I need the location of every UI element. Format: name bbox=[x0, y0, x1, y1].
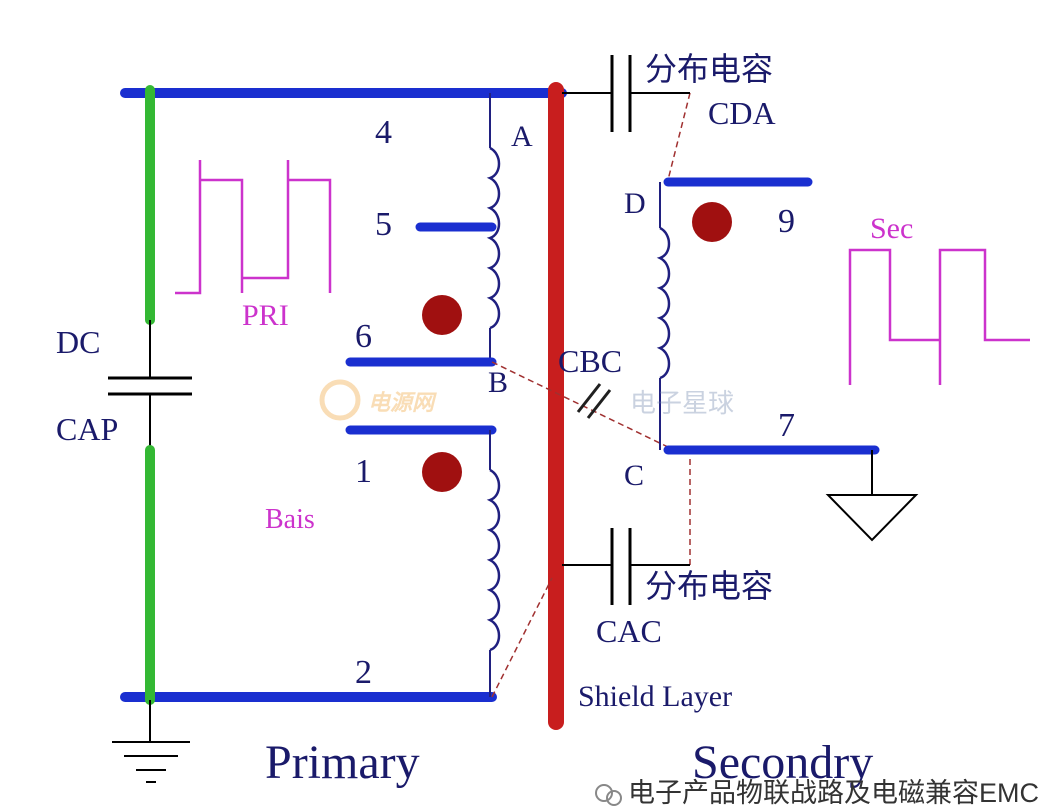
primary-polarity-dot bbox=[422, 295, 462, 335]
left-watermark: 电源网 bbox=[319, 379, 437, 421]
primary-coil-top bbox=[486, 146, 501, 330]
left-watermark-logo-icon bbox=[319, 379, 361, 421]
shield-layer-label: Shield Layer bbox=[578, 680, 732, 713]
cac-label: CAC bbox=[596, 613, 662, 649]
bias-coil bbox=[486, 468, 501, 652]
bias-polarity-dot bbox=[422, 452, 462, 492]
secondary-label: Secondry bbox=[692, 736, 873, 789]
node-c-label: C bbox=[624, 459, 644, 492]
sec-label: Sec bbox=[870, 212, 913, 245]
secondary-coil bbox=[656, 226, 671, 380]
dashed-cda-to-d bbox=[667, 92, 691, 181]
wechat-icon bbox=[595, 784, 622, 806]
primary-ground-icon bbox=[112, 700, 190, 783]
pin-4-label: 4 bbox=[375, 114, 392, 151]
pin-7-label: 7 bbox=[778, 407, 795, 444]
pri-label: PRI bbox=[242, 299, 289, 332]
node-b-label: B bbox=[488, 366, 508, 399]
cda-chinese-label: 分布电容 bbox=[645, 51, 773, 87]
secondary-polarity-dot bbox=[692, 202, 732, 242]
right-watermark: 电子星球 bbox=[630, 388, 734, 418]
dashed-bottom-to-shield bbox=[491, 577, 553, 698]
cda-label: CDA bbox=[708, 95, 776, 131]
dc-label: DC bbox=[56, 324, 100, 360]
node-d-label: D bbox=[624, 187, 646, 220]
sec-waveform bbox=[848, 248, 1030, 385]
footer-watermark: 电子产品物联战路及电磁兼容EMC bbox=[595, 778, 1039, 808]
node-a-label: A bbox=[511, 120, 533, 153]
cap-label: CAP bbox=[56, 411, 118, 447]
pin-9-label: 9 bbox=[778, 203, 795, 240]
cac-chinese-label: 分布电容 bbox=[645, 568, 773, 604]
pin-5-label: 5 bbox=[375, 206, 392, 243]
primary-label: Primary bbox=[265, 736, 420, 789]
pin-1-label: 1 bbox=[355, 453, 372, 490]
bais-label: Bais bbox=[265, 504, 315, 535]
right-watermark-text: 电子星球 bbox=[630, 388, 734, 418]
pin-2-label: 2 bbox=[355, 654, 372, 691]
left-watermark-text: 电源网 bbox=[368, 390, 437, 415]
footer-watermark-text: 电子产品物联战路及电磁兼容EMC bbox=[628, 778, 1039, 808]
cbc-label: CBC bbox=[558, 343, 622, 379]
pri-waveform bbox=[175, 160, 332, 295]
secondary-ground-icon bbox=[825, 450, 919, 542]
dashed-b-to-c bbox=[491, 361, 669, 448]
cbc-capacitor-icon bbox=[576, 383, 612, 419]
pin-6-label: 6 bbox=[355, 318, 372, 355]
